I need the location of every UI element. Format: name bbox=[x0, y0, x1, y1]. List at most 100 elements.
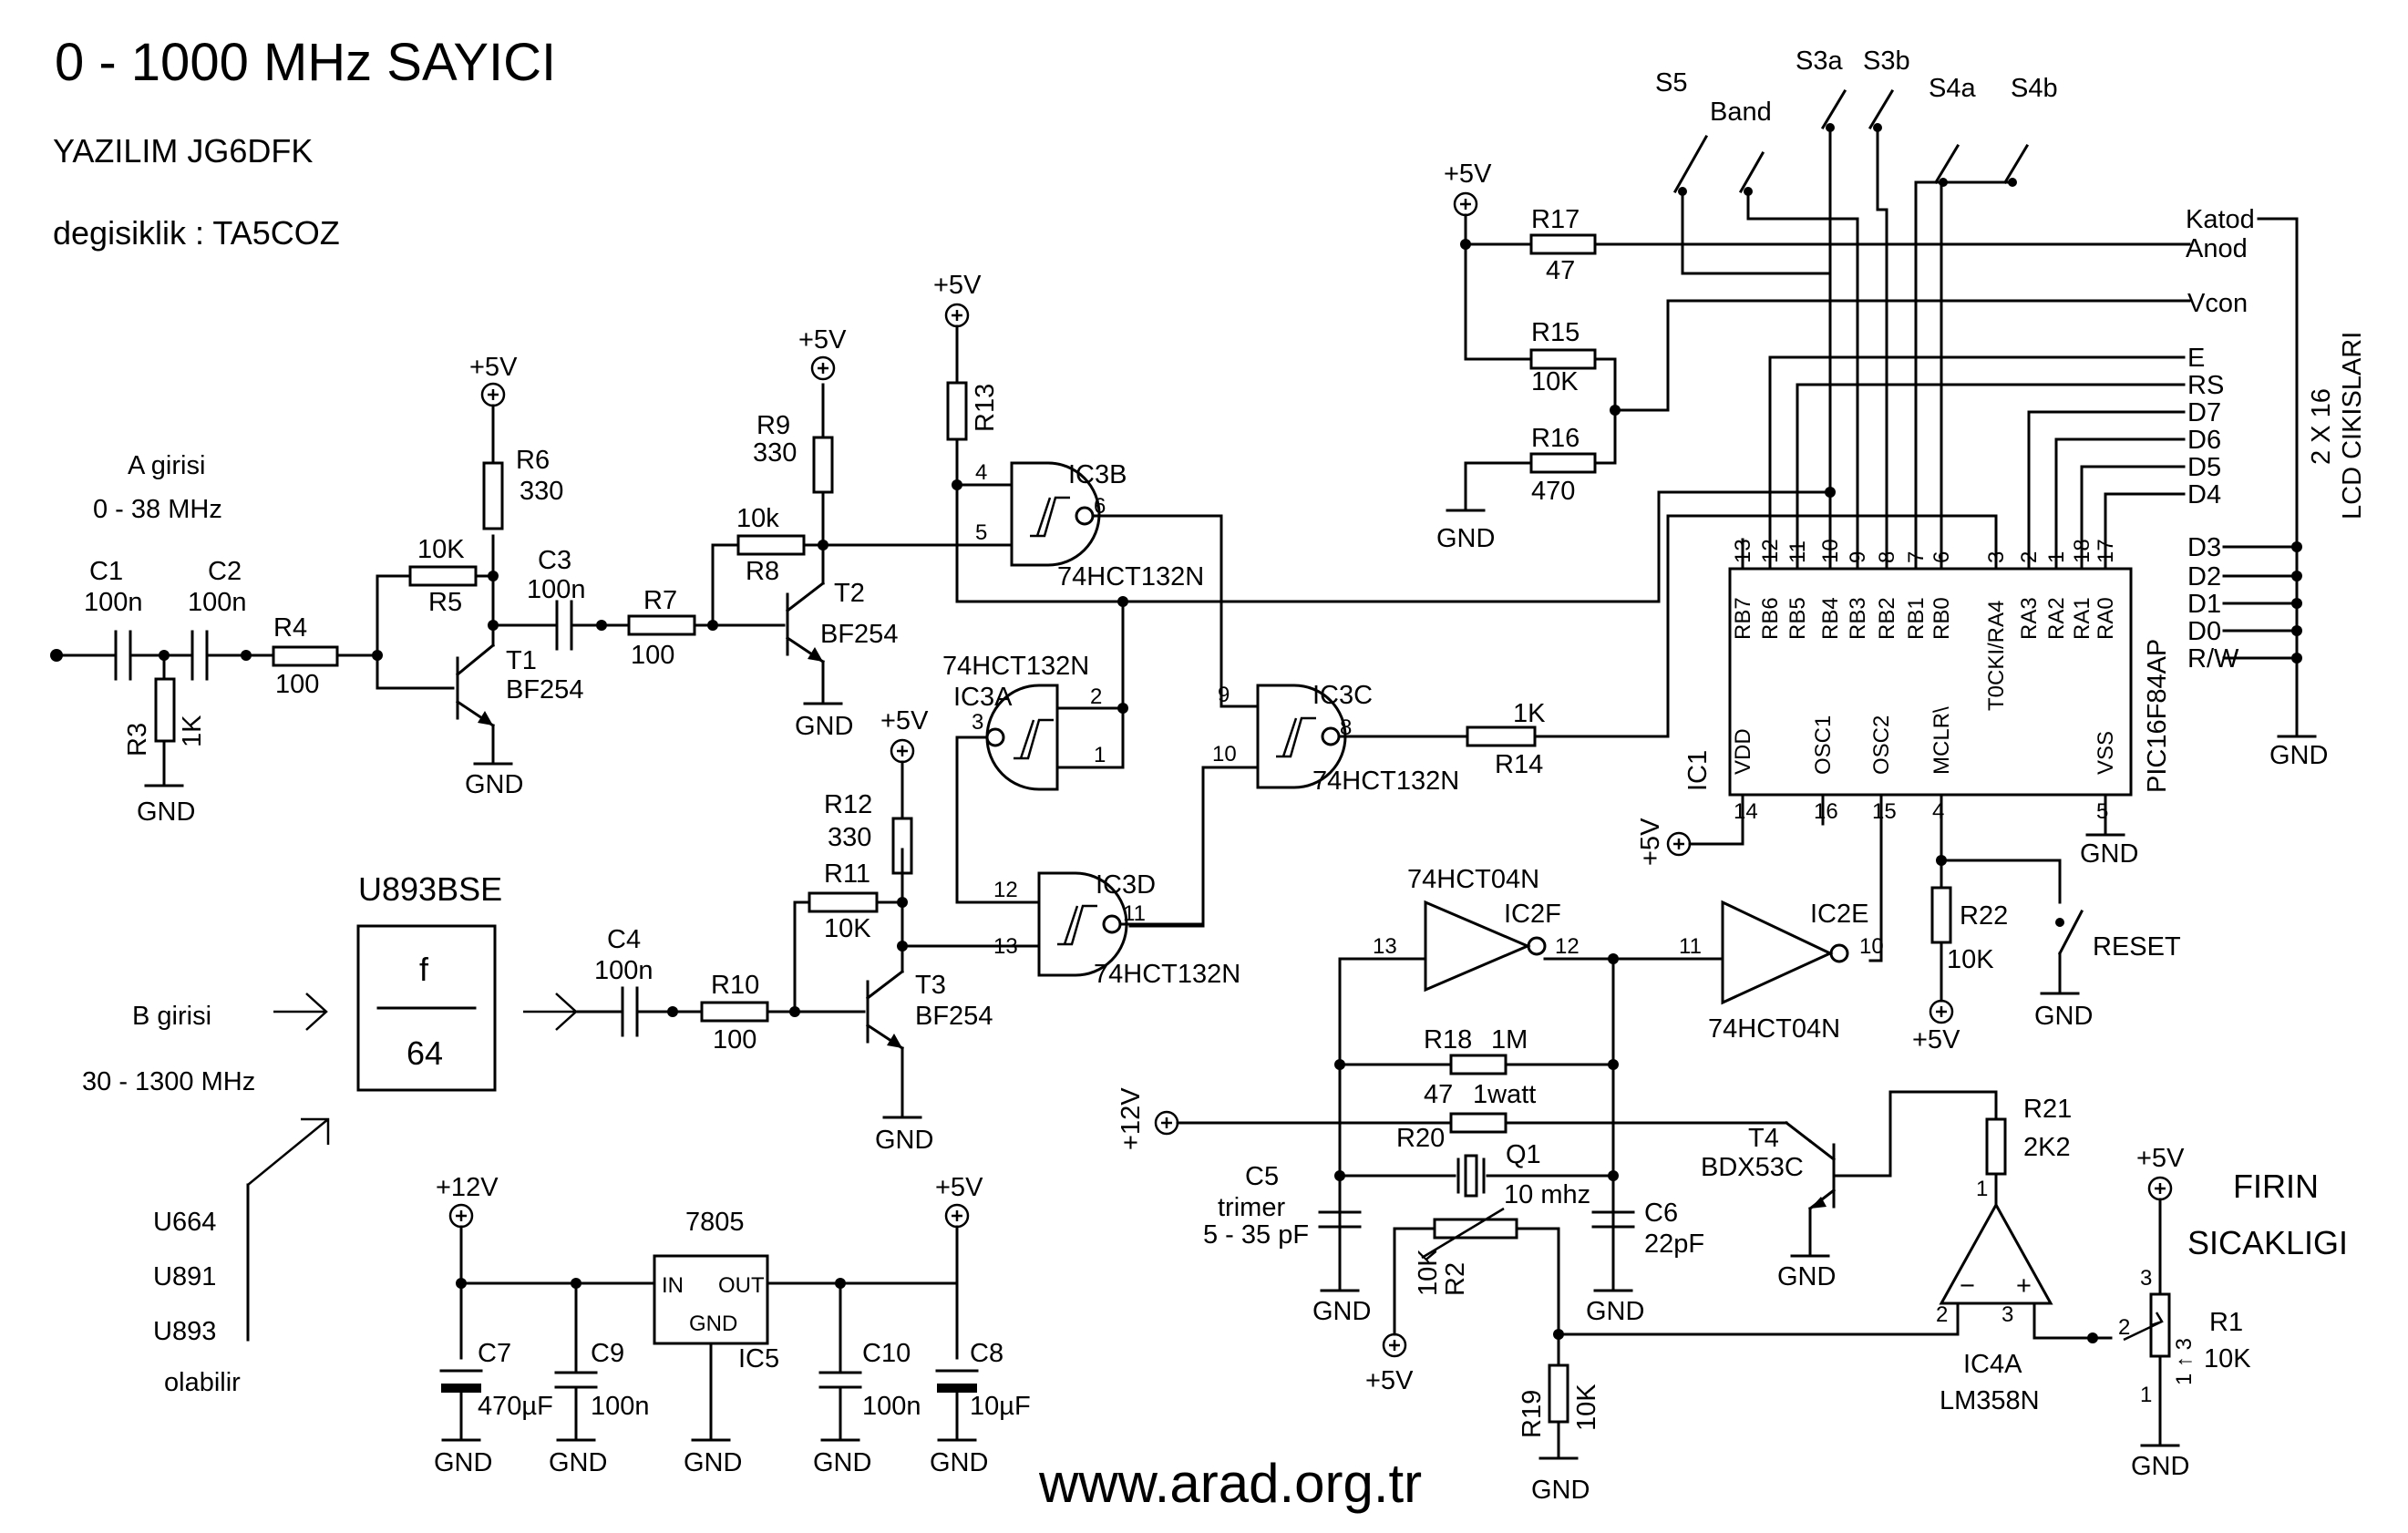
gnd-label: GND bbox=[2080, 839, 2138, 869]
pin-number: 9 bbox=[1218, 683, 1230, 707]
supply-symbol bbox=[810, 355, 836, 381]
lcd-wire bbox=[2054, 437, 2186, 541]
lcd-wire bbox=[2027, 410, 2186, 541]
software-credit: YAZILIM JG6DFK bbox=[53, 132, 313, 170]
supply-label: +5V bbox=[880, 706, 929, 736]
pin-number: 11 bbox=[1123, 901, 1146, 926]
resistor-r18 bbox=[1449, 1054, 1508, 1075]
r21-label: R21 bbox=[2023, 1095, 2072, 1124]
supply-label: +5V bbox=[935, 1173, 983, 1202]
lcd-signal-label: D1 bbox=[2187, 590, 2221, 619]
supply-symbol bbox=[1929, 999, 1954, 1024]
c10-value: 100n bbox=[862, 1392, 921, 1421]
mcu-pin-name: RB0 bbox=[1929, 597, 1954, 640]
c2-value: 100n bbox=[188, 588, 247, 617]
r11-value: 10K bbox=[824, 914, 871, 943]
gnd-label: GND bbox=[813, 1448, 871, 1477]
r10-label: R10 bbox=[711, 971, 759, 1000]
pin-number: 10 bbox=[1859, 934, 1884, 959]
page-title: 0 - 1000 MHz SAYICI bbox=[55, 33, 556, 92]
switch-lever bbox=[1820, 88, 1847, 130]
pin-number: 5 bbox=[975, 520, 987, 545]
mcu-pin-number: 15 bbox=[1872, 799, 1897, 824]
input-b-range: 30 - 1300 MHz bbox=[82, 1067, 255, 1096]
pin-number: 12 bbox=[1555, 934, 1580, 959]
lcd-signal-label: D0 bbox=[2187, 617, 2221, 646]
t3-type: BF254 bbox=[915, 1002, 993, 1031]
supply-label: +5V bbox=[469, 353, 518, 382]
resistor-r15 bbox=[1529, 348, 1597, 370]
mcu-pin-name: RB1 bbox=[1904, 597, 1929, 640]
r16-value: 470 bbox=[1531, 477, 1575, 506]
switch-reset bbox=[2055, 909, 2084, 956]
lcd-signal-label: Vcon bbox=[2187, 289, 2248, 318]
c4-label: C4 bbox=[607, 925, 641, 954]
lcd-signal-label: D6 bbox=[2187, 426, 2221, 455]
switch-lever bbox=[1738, 150, 1765, 194]
capacitor-c10 bbox=[818, 1371, 862, 1389]
prescaler-f: f bbox=[419, 951, 429, 988]
mcu-pin-name: T0CKI/RA4 bbox=[1984, 601, 2009, 711]
r14-value: 1K bbox=[1513, 699, 1546, 728]
t3-label: T3 bbox=[915, 971, 946, 1000]
opamp-minus: − bbox=[1960, 1271, 1975, 1301]
switch-lever bbox=[1868, 88, 1895, 130]
c6-label: C6 bbox=[1644, 1199, 1678, 1228]
r11-label: R11 bbox=[824, 859, 870, 889]
lcd-signal-label: RS bbox=[2187, 371, 2224, 400]
mcu-ic1 bbox=[1728, 567, 2133, 797]
pin-number: 8 bbox=[1340, 715, 1352, 740]
r4-label: R4 bbox=[273, 613, 307, 643]
c1-value: 100n bbox=[84, 588, 143, 617]
c9-label: C9 bbox=[591, 1339, 624, 1368]
c9-value: 100n bbox=[591, 1392, 650, 1421]
gnd-label: GND bbox=[2269, 741, 2328, 770]
mcu-pin-name: RA1 bbox=[2070, 597, 2094, 640]
resistor-r10 bbox=[700, 1001, 769, 1023]
gnd-label: GND bbox=[684, 1448, 742, 1477]
gnd-label: GND bbox=[795, 712, 853, 741]
gnd-label: GND bbox=[875, 1126, 933, 1155]
r12-label: R12 bbox=[824, 790, 872, 819]
mcu-pin-number: 3 bbox=[1984, 551, 2009, 563]
mcu-type: PIC16F84AP bbox=[2143, 639, 2172, 793]
gnd-label: GND bbox=[434, 1448, 492, 1477]
r19-label: R19 bbox=[1518, 1390, 1547, 1438]
capacitor-c7 bbox=[439, 1369, 483, 1393]
lcd-signal-label: E bbox=[2187, 344, 2205, 373]
r17-label: R17 bbox=[1531, 205, 1580, 234]
c4-value: 100n bbox=[594, 956, 653, 985]
r5-label-value: 10K bbox=[417, 535, 465, 564]
gnd-label: GND bbox=[930, 1448, 988, 1477]
mcu-pin-name: RB2 bbox=[1875, 597, 1899, 640]
r7-value: 100 bbox=[631, 641, 674, 670]
lcd-title: 2 X 16 bbox=[2307, 388, 2336, 465]
mcu-pin-number: 12 bbox=[1758, 539, 1783, 563]
capacitor-c3 bbox=[555, 600, 573, 651]
pin-number: 1 bbox=[1976, 1177, 1988, 1201]
mcu-pin-number: 8 bbox=[1875, 551, 1899, 563]
supply-label: +5V bbox=[1365, 1366, 1414, 1395]
reg-gnd: GND bbox=[689, 1312, 737, 1336]
r20-value: 47 bbox=[1424, 1080, 1453, 1109]
resistor-r21 bbox=[1985, 1117, 2007, 1176]
gnd-label: GND bbox=[1531, 1476, 1590, 1505]
r9-label: R9 bbox=[756, 411, 790, 440]
transistor-t4 bbox=[1807, 1138, 1837, 1211]
resistor-r13 bbox=[946, 381, 968, 441]
crystal-frequency: 10 mhz bbox=[1504, 1180, 1590, 1209]
ic2f-type-top: 74HCT04N bbox=[1407, 865, 1539, 894]
gnd-label: GND bbox=[1436, 524, 1495, 553]
inverter-ic2e bbox=[1721, 900, 1849, 1005]
lcd-wire bbox=[2080, 465, 2186, 541]
mcu-pin-name: RA2 bbox=[2044, 597, 2069, 640]
ic4a-type: LM358N bbox=[1940, 1386, 2040, 1415]
gnd-label: GND bbox=[2034, 1002, 2093, 1031]
ic3c-type: 74HCT132N bbox=[1312, 766, 1459, 796]
mcu-pin-number: 1 bbox=[2044, 551, 2069, 563]
reg-out: OUT bbox=[718, 1273, 765, 1298]
r22-value: 10K bbox=[1947, 945, 1994, 974]
crystal-label: Q1 bbox=[1506, 1140, 1541, 1169]
ic3a-type: 74HCT132N bbox=[942, 652, 1089, 681]
